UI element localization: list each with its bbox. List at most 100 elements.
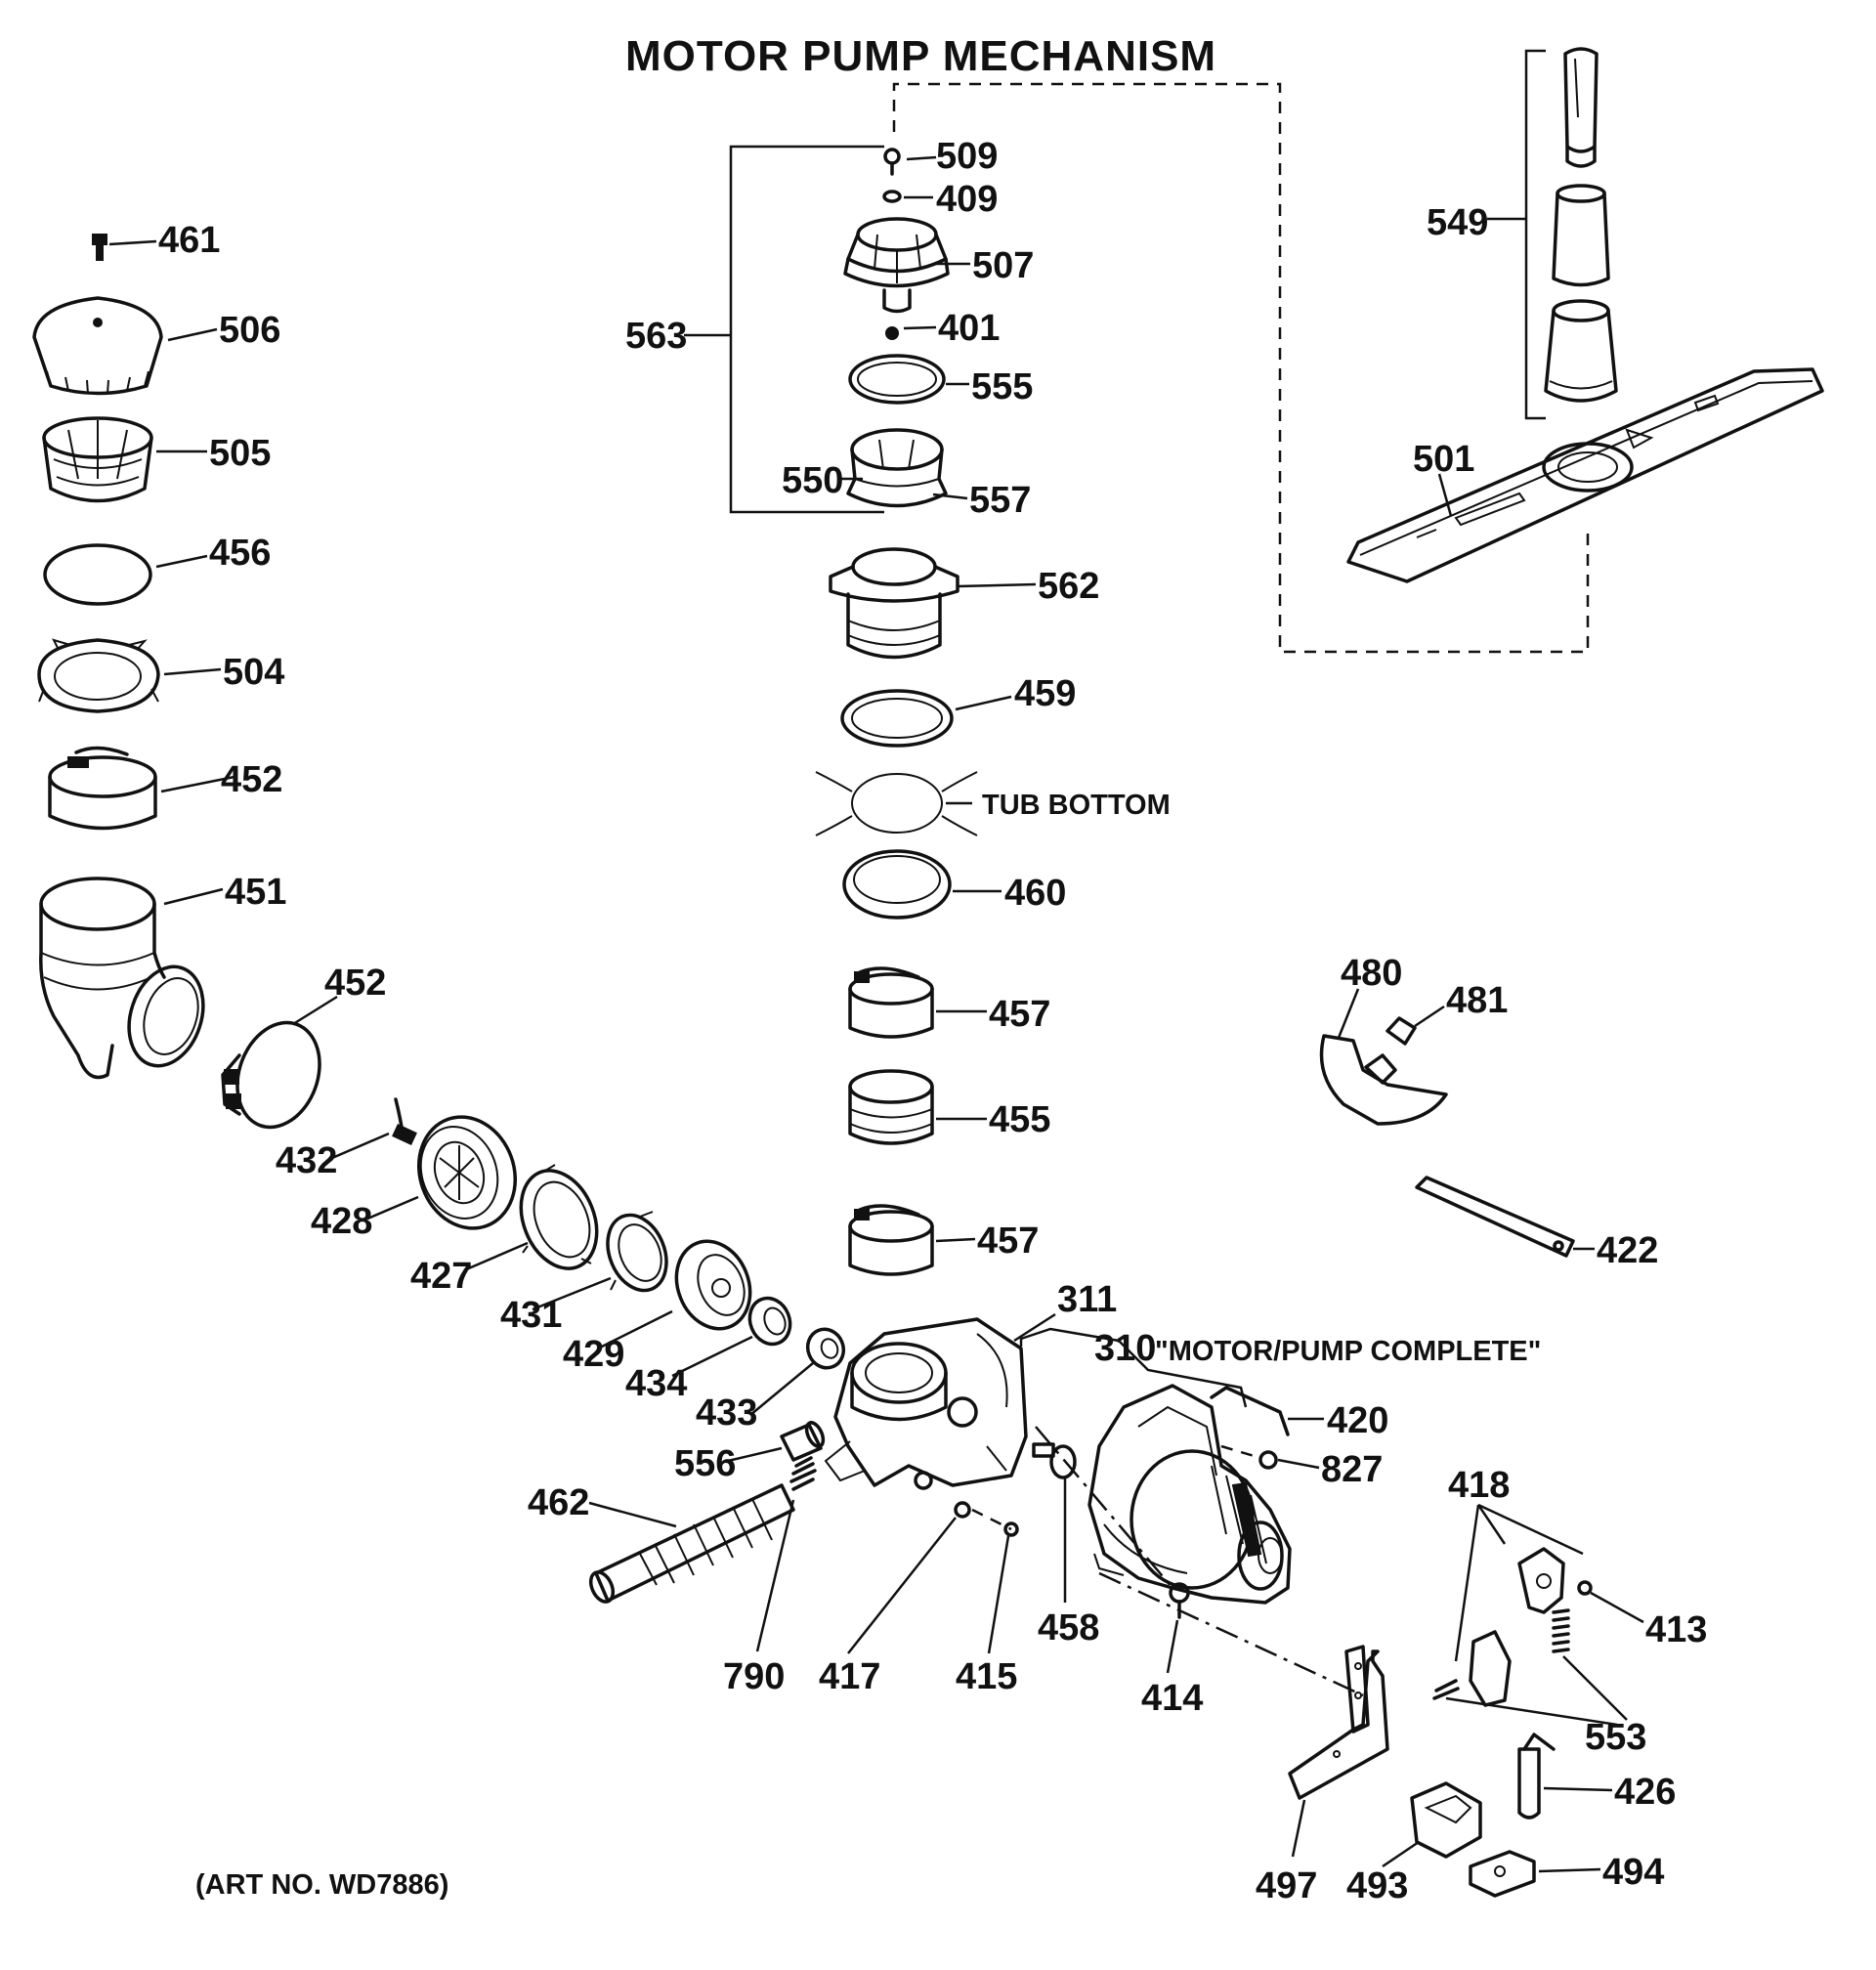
spring-mechanism-418 [1432, 1503, 1584, 1707]
ring-431 [532, 1211, 668, 1311]
callout-457-upper: 457 [989, 994, 1050, 1035]
callout-455: 455 [989, 1099, 1050, 1140]
washer-415 [971, 1508, 1019, 1654]
clamp-457-lower [848, 1204, 976, 1276]
callout-426: 426 [1614, 1772, 1676, 1813]
callout-549: 549 [1427, 202, 1488, 243]
callout-415: 415 [956, 1656, 1017, 1697]
bushing-434 [671, 1296, 792, 1378]
callout-432: 432 [276, 1140, 337, 1181]
callout-460: 460 [1004, 873, 1066, 914]
sump-451 [39, 877, 224, 1080]
spray-hub-507 [843, 217, 970, 314]
callout-456: 456 [209, 533, 271, 574]
callout-493: 493 [1346, 1865, 1408, 1906]
pin-432 [331, 1097, 417, 1160]
ring-504 [37, 638, 222, 713]
motor-pump-complete-label: "MOTOR/PUMP COMPLETE" [1155, 1336, 1541, 1367]
screw-461 [92, 234, 157, 261]
callout-409: 409 [936, 179, 998, 220]
pump-housing-562 [829, 547, 1037, 660]
callout-429: 429 [563, 1334, 624, 1375]
pump-housing-311 [824, 1312, 1056, 1490]
screw-509 [883, 148, 937, 176]
deflector-480 [1319, 988, 1448, 1126]
callout-504: 504 [223, 652, 284, 693]
callout-422: 422 [1597, 1230, 1658, 1271]
callout-827: 827 [1321, 1449, 1383, 1490]
callout-459: 459 [1014, 673, 1076, 714]
callout-481: 481 [1446, 980, 1508, 1021]
gasket-456 [43, 543, 208, 606]
callout-557: 557 [969, 480, 1031, 521]
clamp-457-upper [848, 966, 987, 1039]
bracket-lead-311-310 [1019, 1327, 1248, 1408]
callout-461: 461 [158, 220, 220, 261]
auger-462 [588, 1483, 795, 1604]
bolt-458 [1032, 1442, 1077, 1603]
callout-434: 434 [625, 1363, 687, 1404]
housing-550-557 [840, 428, 968, 508]
clip-481 [1386, 1005, 1445, 1046]
tub-bottom-opening: TUB BOTTOM [815, 771, 1171, 836]
callout-501: 501 [1413, 439, 1474, 480]
washer-417 [847, 1501, 971, 1654]
tub-bottom-label: TUB BOTTOM [982, 790, 1171, 821]
filter-cover-506 [32, 296, 218, 396]
bushing-433 [749, 1327, 846, 1416]
gasket-459 [840, 689, 1012, 748]
filter-505 [42, 416, 207, 503]
art-number: (ART NO. WD7886) [195, 1869, 448, 1901]
impeller-428 [364, 1115, 518, 1230]
impeller-429 [597, 1239, 752, 1350]
callout-311: 311 [1057, 1279, 1117, 1320]
coupling-455 [848, 1069, 987, 1145]
clamp-452-upper [48, 746, 235, 831]
callout-452-lower: 452 [324, 963, 386, 1004]
cap-494 [1469, 1850, 1601, 1898]
callout-431: 431 [500, 1295, 562, 1336]
gasket-555 [848, 354, 969, 405]
wire-420 [1210, 1386, 1324, 1436]
bracket-563 [684, 145, 884, 514]
motor-310: "MOTOR/PUMP COMPLETE" [1087, 1336, 1541, 1605]
callout-418: 418 [1448, 1465, 1510, 1506]
clamp-452-lower [221, 995, 338, 1130]
screw-414 [1166, 1582, 1190, 1674]
callout-401: 401 [938, 308, 1000, 349]
callout-462: 462 [528, 1482, 589, 1523]
callout-553: 553 [1585, 1717, 1646, 1758]
diagram-title: MOTOR PUMP MECHANISM [625, 32, 1216, 80]
callout-506: 506 [219, 310, 280, 351]
callout-427: 427 [410, 1256, 472, 1297]
screw-827 [1220, 1444, 1320, 1470]
callout-451: 451 [225, 872, 286, 913]
callout-509: 509 [936, 136, 998, 177]
bracket-497 [1288, 1645, 1389, 1858]
callout-562: 562 [1038, 566, 1099, 607]
callout-413: 413 [1645, 1609, 1707, 1650]
callout-433: 433 [696, 1392, 757, 1434]
callout-790: 790 [723, 1656, 785, 1697]
callout-556: 556 [674, 1443, 736, 1484]
bracket-549 [1487, 49, 1546, 420]
callout-494: 494 [1602, 1852, 1664, 1893]
callout-417: 417 [819, 1656, 880, 1697]
ring-427 [463, 1164, 599, 1272]
tube-426 [1517, 1733, 1613, 1820]
callout-555: 555 [971, 366, 1033, 407]
callout-452-upper: 452 [221, 759, 282, 800]
switch-holder-493 [1382, 1781, 1482, 1868]
spring-790 [755, 1456, 817, 1652]
callout-550: 550 [782, 460, 843, 501]
callout-457-lower: 457 [977, 1221, 1039, 1262]
callout-414: 414 [1141, 1678, 1203, 1719]
callout-497: 497 [1256, 1865, 1317, 1906]
callout-563: 563 [625, 316, 687, 357]
callout-labels: 461 506 505 456 504 452 451 452 509 409 … [158, 136, 1707, 1906]
clip-413 [1577, 1580, 1644, 1624]
strip-422 [1415, 1176, 1595, 1258]
nozzle-556 [727, 1421, 826, 1463]
washer-409 [882, 190, 933, 203]
